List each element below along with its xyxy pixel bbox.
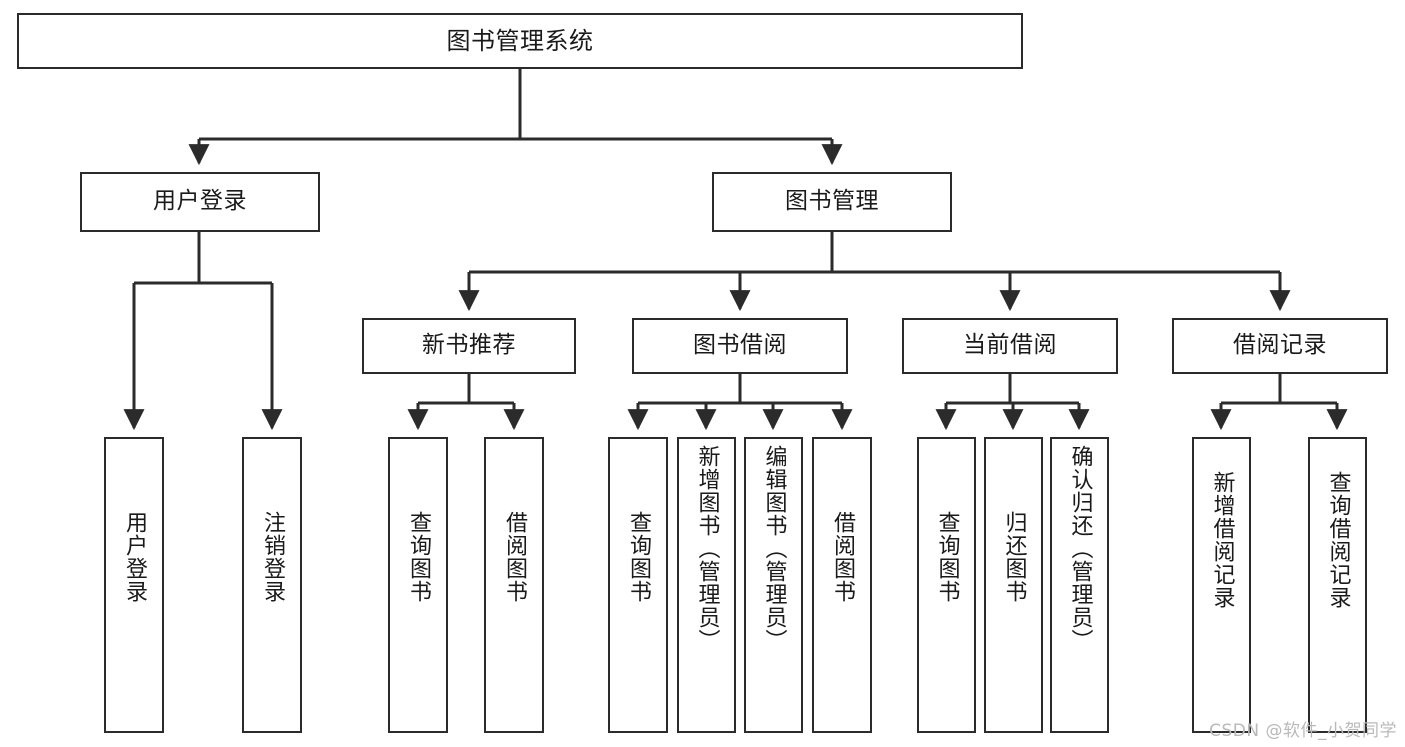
node-borrow-record[interactable]: 借阅记录 [1172,318,1388,374]
leaf-label: 借阅图书 [501,511,527,603]
node-book-borrow[interactable]: 图书借阅 [632,318,848,374]
leaf-label: 用户登录 [121,511,147,603]
node-book-management-label: 图书管理 [785,188,879,215]
leaf-label: 查询借阅记录 [1325,471,1351,609]
leaf-label: 查询图书 [405,511,431,603]
leaf-label: 查询图书 [934,511,960,603]
node-leaf-borrow-book[interactable]: 借阅图书 [812,437,872,733]
node-new-book-recommend-label: 新书推荐 [422,332,516,359]
leaf-label: 查询图书 [625,511,651,603]
node-current-borrow-label: 当前借阅 [963,332,1057,359]
leaf-label: 借阅图书 [829,511,855,603]
node-user-login-label: 用户登录 [153,188,247,215]
node-leaf-confirm-return-admin[interactable]: 确认归还（管理员） [1050,437,1109,733]
leaf-label: 新增借阅记录 [1209,471,1235,609]
node-new-book-recommend[interactable]: 新书推荐 [362,318,576,374]
node-leaf-query-book-current[interactable]: 查询图书 [917,437,976,733]
node-leaf-query-book-borrow[interactable]: 查询图书 [608,437,668,733]
node-book-management[interactable]: 图书管理 [712,172,952,232]
node-current-borrow[interactable]: 当前借阅 [902,318,1118,374]
node-book-borrow-label: 图书借阅 [693,332,787,359]
node-leaf-add-book-admin[interactable]: 新增图书（管理员） [677,437,736,733]
node-leaf-logout-login[interactable]: 注销登录 [242,437,302,733]
node-user-login[interactable]: 用户登录 [80,172,320,232]
node-leaf-return-book[interactable]: 归还图书 [984,437,1043,733]
leaf-label: 归还图书 [1001,511,1027,603]
leaf-label: 新增图书（管理员） [694,445,720,652]
node-leaf-query-borrow-record[interactable]: 查询借阅记录 [1308,437,1367,733]
node-leaf-borrow-book-recommend[interactable]: 借阅图书 [484,437,544,733]
node-leaf-edit-book-admin[interactable]: 编辑图书（管理员） [744,437,803,733]
node-root-system[interactable]: 图书管理系统 [17,13,1023,69]
leaf-label: 注销登录 [259,511,285,603]
leaf-label: 编辑图书（管理员） [761,445,787,652]
node-leaf-add-borrow-record[interactable]: 新增借阅记录 [1192,437,1251,733]
node-leaf-query-book-recommend[interactable]: 查询图书 [388,437,448,733]
node-root-label: 图书管理系统 [446,26,594,55]
csdn-watermark: CSDN @软件_小贺同学 [1209,721,1397,741]
node-borrow-record-label: 借阅记录 [1233,332,1327,359]
leaf-label: 确认归还（管理员） [1067,445,1093,652]
node-leaf-user-login[interactable]: 用户登录 [104,437,164,733]
